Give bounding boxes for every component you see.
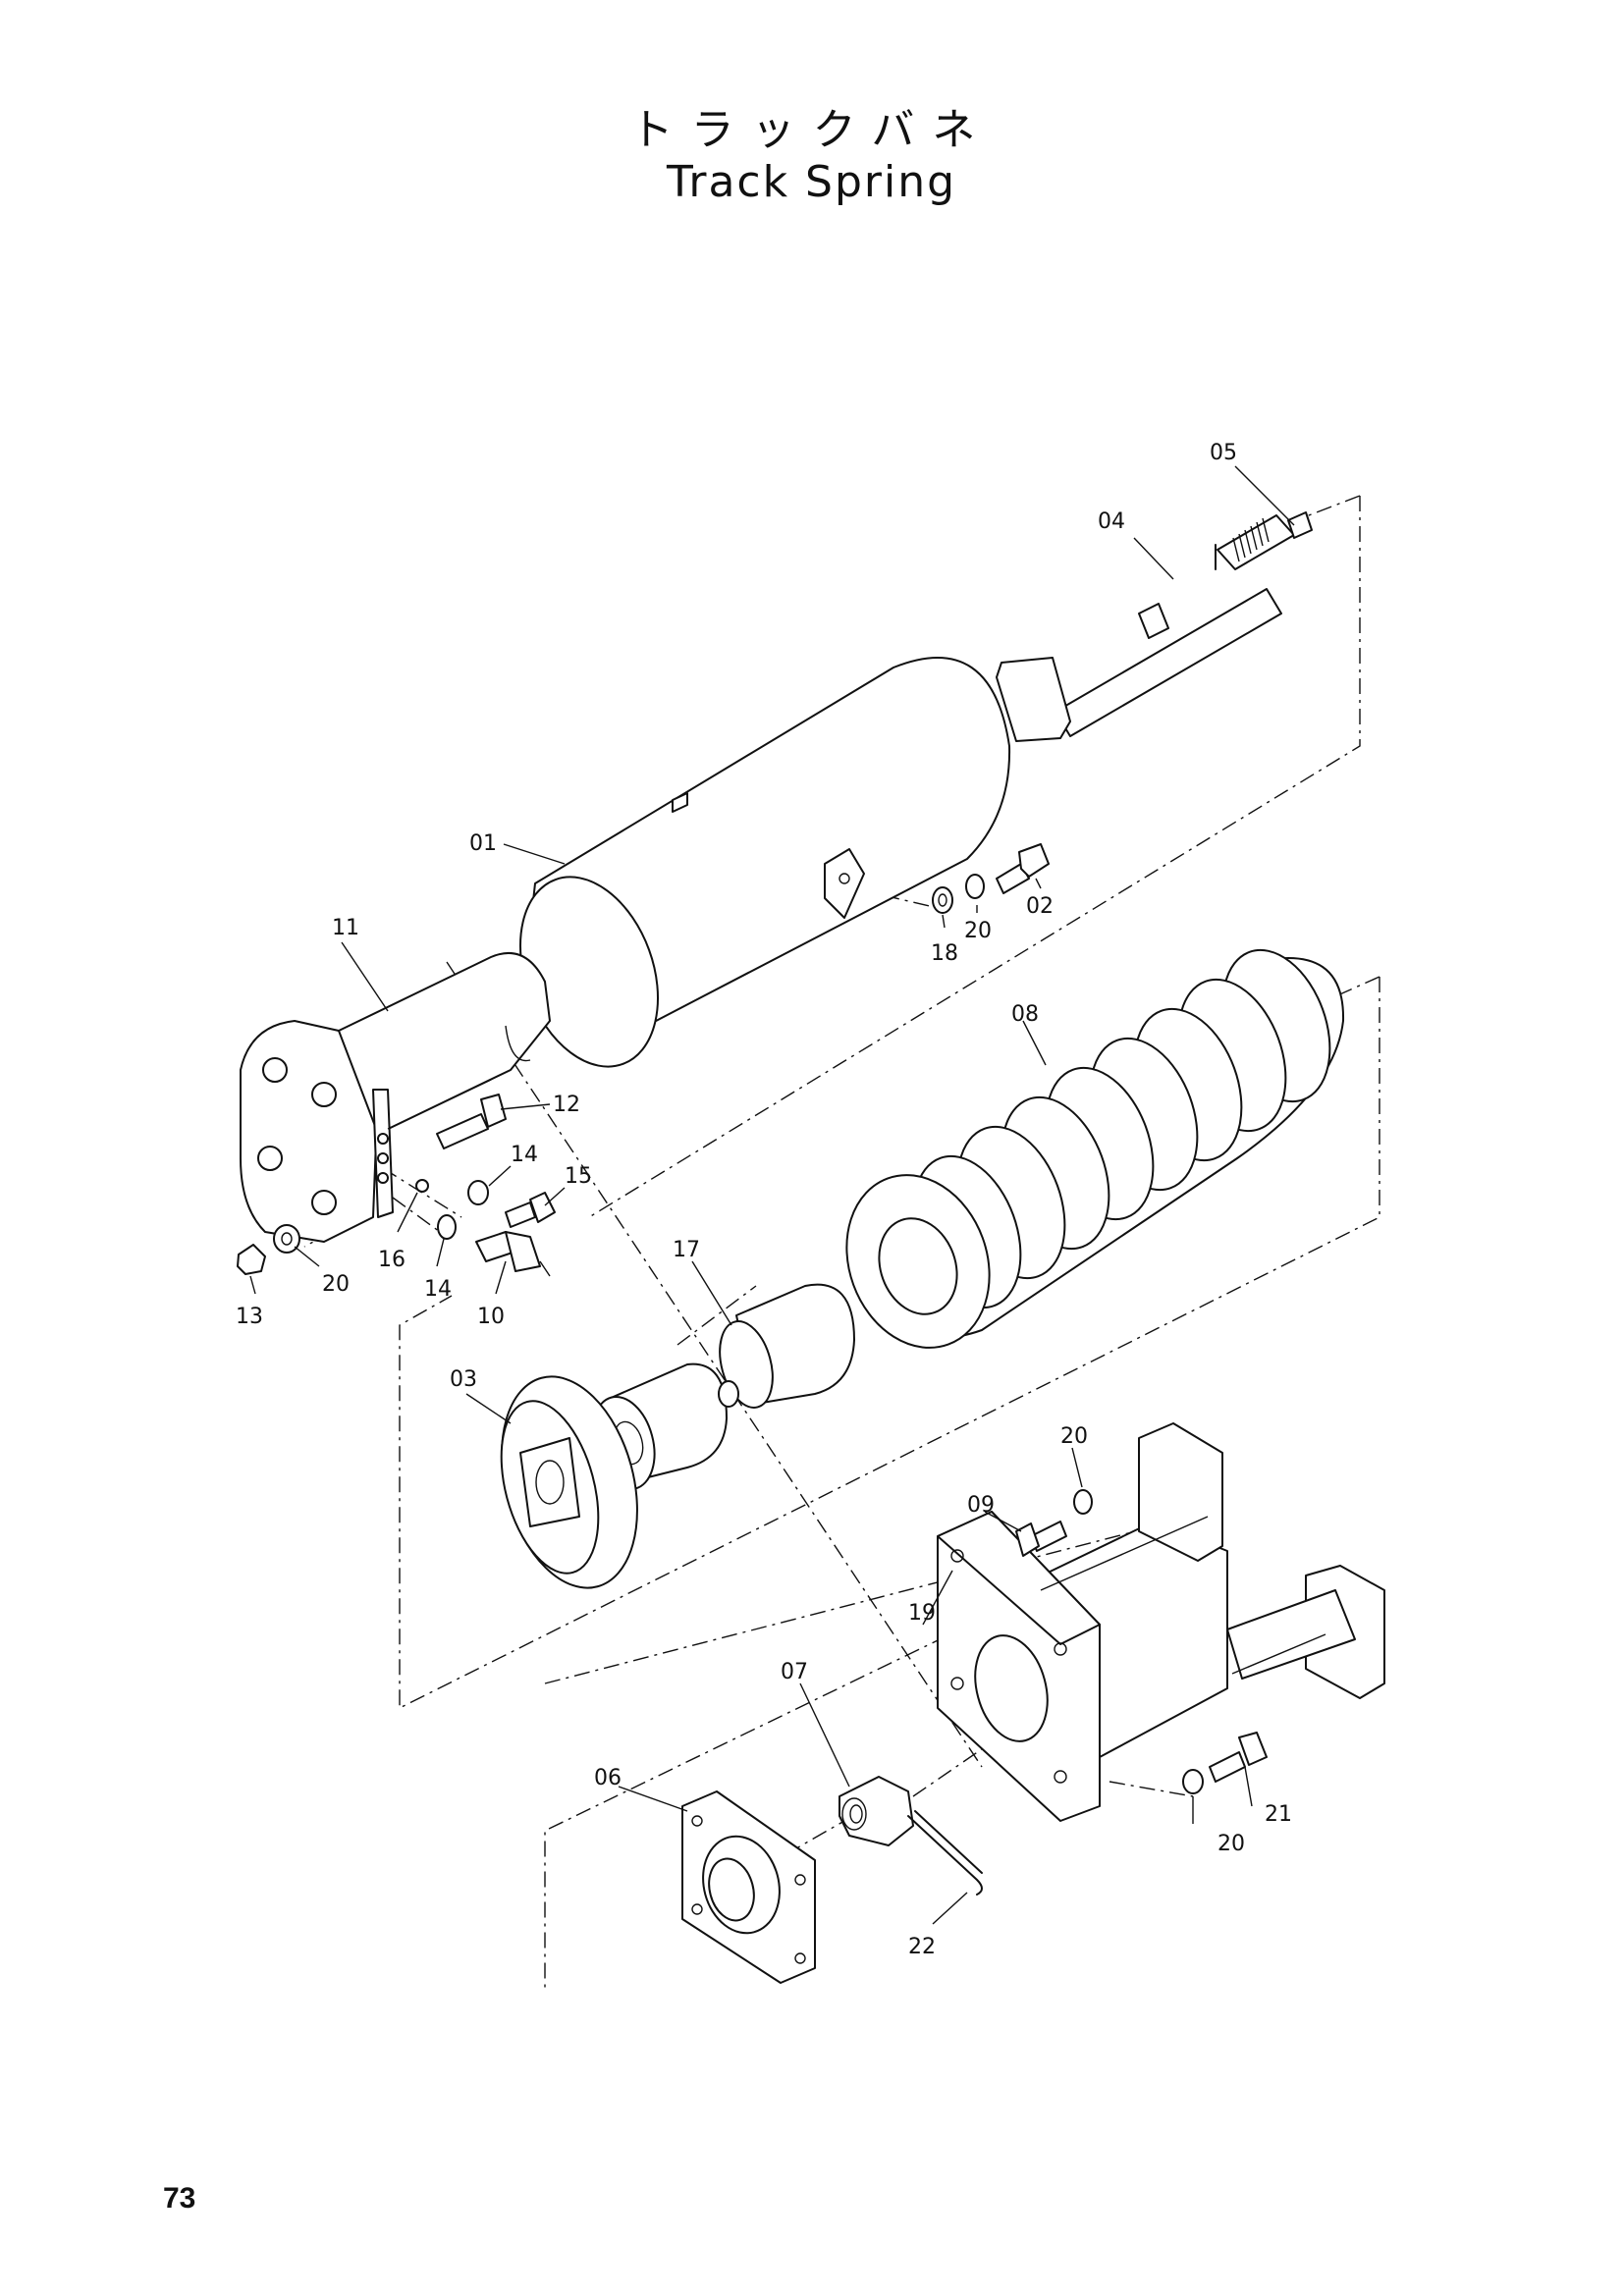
callout-10: 10 [477, 1305, 505, 1329]
callout-16: 16 [378, 1248, 406, 1272]
callout-20c: 20 [1060, 1424, 1088, 1449]
cotter-pin-part-22 [907, 1810, 983, 1896]
rod-part-04 [996, 511, 1313, 742]
callout-19: 19 [908, 1601, 936, 1626]
title-english: Track Spring [666, 157, 957, 207]
callout-14a: 14 [511, 1143, 538, 1167]
spring-seat-part-03 [500, 1375, 638, 1589]
callout-14b: 14 [424, 1277, 452, 1302]
callout-20a: 20 [964, 919, 992, 943]
bracket-part-19 [937, 1422, 1385, 1822]
callout-22: 22 [908, 1935, 936, 1959]
callout-01: 01 [469, 831, 497, 856]
callout-20b: 20 [322, 1272, 350, 1297]
callout-09: 09 [967, 1493, 995, 1518]
callout-04: 04 [1098, 509, 1125, 534]
callout-20d: 20 [1217, 1832, 1245, 1856]
bracket-fasteners [1015, 1489, 1268, 1794]
cylinder-part-01 [518, 657, 1011, 1068]
callout-labels: 05 04 01 02 20 18 11 12 08 14 15 16 13 2… [236, 441, 1292, 1959]
callout-12: 12 [553, 1093, 580, 1117]
upper-fasteners [932, 843, 1050, 914]
title-japanese: トラックバネ [629, 105, 994, 155]
cylinder-head-part-11 [240, 952, 551, 1243]
leader-lines [249, 465, 1295, 1925]
callout-15: 15 [565, 1164, 592, 1189]
head-fasteners [237, 1094, 556, 1277]
spring-part-08 [845, 948, 1345, 1349]
callout-17: 17 [673, 1238, 700, 1262]
callout-05: 05 [1210, 441, 1237, 465]
callout-13: 13 [236, 1305, 263, 1329]
callout-06: 06 [594, 1766, 622, 1790]
callout-18: 18 [931, 941, 958, 966]
callout-21: 21 [1265, 1802, 1292, 1827]
callout-03: 03 [450, 1367, 477, 1392]
callout-08: 08 [1011, 1002, 1039, 1027]
callout-02: 02 [1026, 894, 1054, 919]
plate-part-06 [681, 1790, 816, 1984]
callout-11: 11 [332, 916, 359, 940]
nut-part-07 [839, 1776, 914, 1846]
callout-07: 07 [781, 1660, 808, 1684]
page-number: 73 [163, 2182, 196, 2215]
